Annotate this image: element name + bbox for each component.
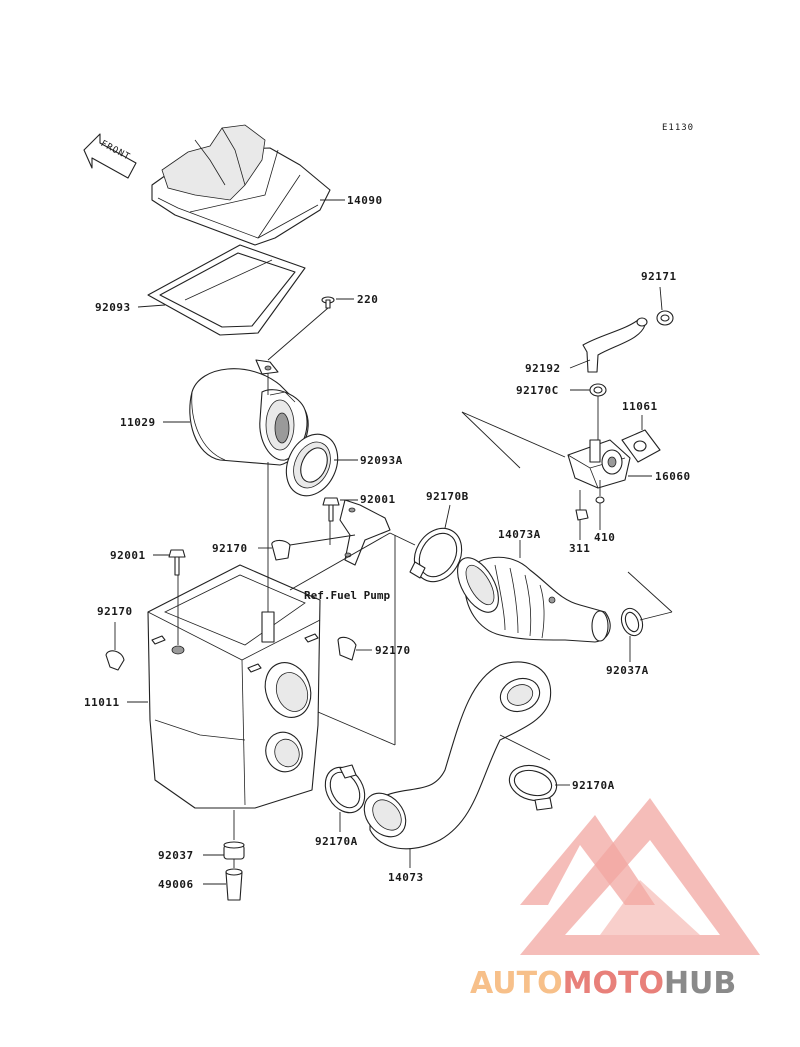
label-92170a-right: 92170A (572, 779, 615, 792)
watermark-moto: MOTO (563, 966, 664, 1001)
label-leaders (114, 199, 663, 885)
drain-cap (223, 841, 245, 860)
label-14090: 14090 (347, 194, 383, 207)
watermark-logo: AUTOMOTOHUB (470, 798, 760, 1001)
clamp-92037a (620, 607, 644, 637)
air-cleaner-cover (151, 124, 331, 246)
breather-body (567, 439, 631, 489)
label-49006: 49006 (158, 878, 194, 891)
clamp-92170a-lower (324, 764, 366, 814)
label-11011: 11011 (84, 696, 120, 709)
washer-410 (595, 496, 605, 504)
front-arrow-icon: FRONT (83, 133, 137, 179)
intake-boot (457, 556, 611, 643)
label-92001-lower: 92001 (110, 549, 146, 562)
element-bracket (255, 359, 279, 375)
label-16060: 16060 (655, 470, 691, 483)
diagram-code: E1130 (662, 123, 694, 133)
label-92037: 92037 (158, 849, 194, 862)
label-220: 220 (357, 293, 378, 306)
watermark-hub: HUB (664, 966, 736, 1001)
label-92170b: 92170B (426, 490, 469, 503)
bolt-upper (322, 497, 340, 522)
label-92192: 92192 (525, 362, 561, 375)
label-14073: 14073 (388, 871, 424, 884)
label-92170c: 92170C (516, 384, 559, 397)
seal-ring (285, 433, 339, 497)
label-92093a: 92093A (360, 454, 403, 467)
clamp-92170b (409, 527, 463, 583)
label-92170-right: 92170 (375, 644, 411, 657)
label-92037a: 92037A (606, 664, 649, 677)
label-11029: 11029 (120, 416, 156, 429)
clamp-92171 (656, 310, 674, 326)
label-92093: 92093 (95, 301, 131, 314)
label-92001-upper: 92001 (360, 493, 396, 506)
label-92170-top: 92170 (212, 542, 248, 555)
label-92170-left: 92170 (97, 605, 133, 618)
drain-tube (225, 868, 243, 901)
watermark-triangle-icon (520, 798, 760, 955)
label-92171: 92171 (641, 270, 677, 283)
label-11061: 11061 (622, 400, 658, 413)
nut-311 (575, 509, 589, 521)
breather-gasket (621, 429, 661, 463)
air-cleaner-housing (147, 564, 321, 809)
screw (321, 296, 335, 309)
fuel-pump-bracket (339, 499, 391, 566)
assembly-lines (177, 307, 673, 868)
label-14073a: 14073A (498, 528, 541, 541)
watermark-text: AUTOMOTOHUB (470, 966, 736, 1001)
part-labels: 14090 92093 220 11029 92093A 92001 92170… (84, 194, 691, 891)
label-92170a-lower: 92170A (315, 835, 358, 848)
clip-92170-top (271, 539, 291, 561)
ref-fuel-pump-note: Ref.Fuel Pump (304, 589, 390, 602)
clamp-92170a-right (508, 764, 558, 811)
label-311: 311 (569, 542, 590, 555)
air-filter-element (189, 368, 309, 466)
clip-92170-left (105, 650, 125, 671)
label-410: 410 (594, 531, 615, 544)
gasket (147, 244, 306, 336)
intake-duct (363, 661, 552, 850)
breather-hose (582, 317, 648, 373)
watermark-auto: AUTO (470, 966, 563, 1001)
clip-92170-right (337, 636, 357, 661)
bolt-lower (168, 549, 186, 576)
clamp-92170c (589, 383, 607, 397)
